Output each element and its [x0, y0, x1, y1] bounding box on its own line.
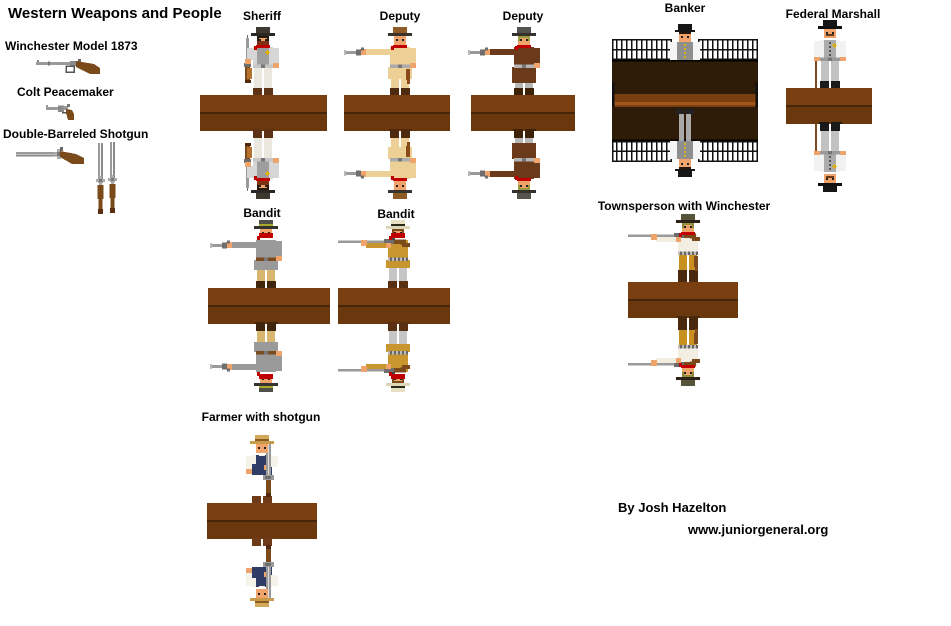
fold-base — [208, 288, 330, 324]
double-barreled-shotgun-icon — [16, 145, 84, 165]
figure-label-deputy1: Deputy — [379, 9, 421, 23]
weapon-label-shotgun: Double-Barreled Shotgun — [3, 127, 149, 141]
figure-marshall — [770, 20, 890, 90]
weapon-label-colt: Colt Peacemaker — [17, 85, 114, 99]
figure-reflection-sheriff — [203, 129, 323, 199]
figure-reflection-farmer — [202, 537, 322, 607]
fold-base — [338, 288, 450, 324]
fold-base — [344, 95, 450, 131]
figure-farmer — [202, 435, 322, 505]
figure-reflection-townsperson — [628, 316, 748, 386]
figure-label-deputy2: Deputy — [502, 9, 544, 23]
figure-reflection-deputy1 — [340, 129, 460, 199]
figure-reflection-bandit2 — [338, 322, 458, 392]
fold-base — [786, 88, 872, 124]
credit-website: www.juniorgeneral.org — [688, 522, 829, 537]
credit-author: By Josh Hazelton — [618, 500, 727, 515]
vertical-shotgun-icon — [107, 142, 118, 214]
fold-base — [207, 503, 317, 539]
fold-base — [628, 282, 738, 318]
figure-sheriff — [203, 27, 323, 97]
figure-label-bandit2: Bandit — [377, 207, 415, 221]
colt-revolver-icon — [46, 100, 78, 122]
page-title: Western Weapons and People — [8, 5, 222, 22]
fold-base — [471, 95, 575, 131]
winchester-rifle-icon — [36, 55, 100, 75]
figure-label-farmer: Farmer with shotgun — [201, 410, 321, 424]
figure-deputy2 — [464, 27, 584, 97]
figure-bandit2 — [338, 220, 458, 290]
figure-label-marshall: Federal Marshall — [785, 7, 881, 21]
vertical-shotgun-icon — [95, 143, 106, 215]
figure-label-sheriff: Sheriff — [242, 9, 282, 23]
fold-base — [200, 95, 327, 131]
figure-reflection-bandit1 — [206, 322, 326, 392]
weapon-label-winchester: Winchester Model 1873 — [5, 39, 138, 53]
figure-townsperson — [628, 214, 748, 284]
figure-label-bandit1: Bandit — [243, 206, 281, 220]
figure-reflection-marshall — [770, 122, 890, 192]
figure-deputy1 — [340, 27, 460, 97]
figure-bandit1 — [206, 220, 326, 290]
figure-reflection-deputy2 — [464, 129, 584, 199]
figure-label-banker: Banker — [664, 1, 706, 15]
figure-banker — [612, 24, 758, 177]
figure-label-townsperson: Townsperson with Winchester — [597, 199, 771, 213]
